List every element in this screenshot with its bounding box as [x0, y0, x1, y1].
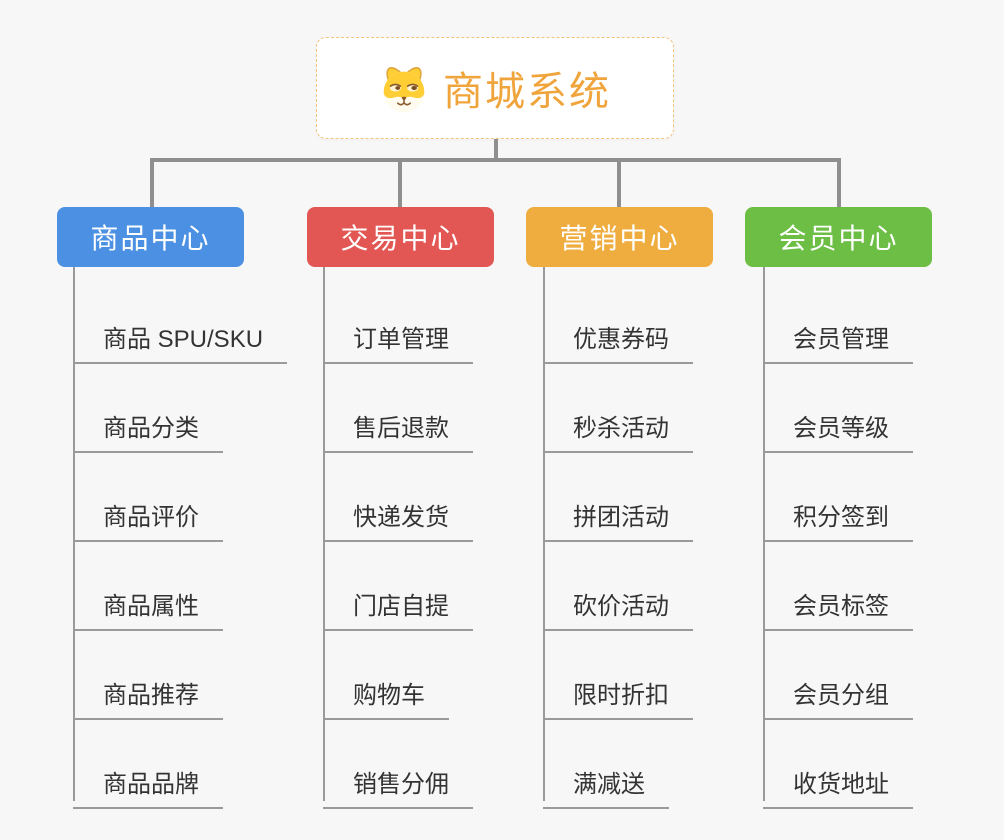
trunk-product-center: [73, 267, 75, 801]
connector-drop-1: [150, 158, 154, 207]
leaf-node[interactable]: 商品分类: [73, 399, 223, 453]
leaf-node[interactable]: 商品 SPU/SKU: [73, 310, 288, 364]
leaf-node[interactable]: 会员等级: [763, 399, 913, 453]
connector-drop-4: [837, 158, 841, 207]
connector-root-stub: [494, 139, 498, 158]
leaf-node[interactable]: 商品属性: [73, 577, 223, 631]
connector-horizontal: [150, 158, 839, 162]
leaf-node[interactable]: 门店自提: [323, 577, 473, 631]
connector-drop-2: [398, 158, 402, 207]
trunk-marketing-center: [543, 267, 545, 801]
leaf-node[interactable]: 收货地址: [763, 755, 913, 809]
leaf-node[interactable]: 商品推荐: [73, 666, 223, 720]
trunk-trade-center: [323, 267, 325, 801]
leaf-node[interactable]: 限时折扣: [543, 666, 693, 720]
root-node[interactable]: 商城系统: [316, 37, 674, 139]
leaf-node[interactable]: 商品品牌: [73, 755, 223, 809]
doge-icon: [379, 62, 429, 114]
leaf-node[interactable]: 销售分佣: [323, 755, 473, 809]
leaf-node[interactable]: 快递发货: [323, 488, 473, 542]
leaf-node[interactable]: 会员标签: [763, 577, 913, 631]
leaf-node[interactable]: 会员管理: [763, 310, 913, 364]
branch-trade-center[interactable]: 交易中心: [307, 207, 494, 267]
leaf-node[interactable]: 优惠券码: [543, 310, 693, 364]
branch-marketing-center[interactable]: 营销中心: [526, 207, 713, 267]
leaf-node[interactable]: 订单管理: [323, 310, 473, 364]
leaf-node[interactable]: 满减送: [543, 755, 669, 809]
leaf-node[interactable]: 会员分组: [763, 666, 913, 720]
leaf-node[interactable]: 砍价活动: [543, 577, 693, 631]
connector-drop-3: [617, 158, 621, 207]
root-title: 商城系统: [443, 70, 611, 114]
leaf-node[interactable]: 售后退款: [323, 399, 473, 453]
trunk-member-center: [763, 267, 765, 801]
leaf-node[interactable]: 商品评价: [73, 488, 223, 542]
branch-product-center[interactable]: 商品中心: [57, 207, 244, 267]
branch-member-center[interactable]: 会员中心: [745, 207, 932, 267]
leaf-node[interactable]: 积分签到: [763, 488, 913, 542]
leaf-node[interactable]: 购物车: [323, 666, 449, 720]
leaf-node[interactable]: 秒杀活动: [543, 399, 693, 453]
leaf-node[interactable]: 拼团活动: [543, 488, 693, 542]
